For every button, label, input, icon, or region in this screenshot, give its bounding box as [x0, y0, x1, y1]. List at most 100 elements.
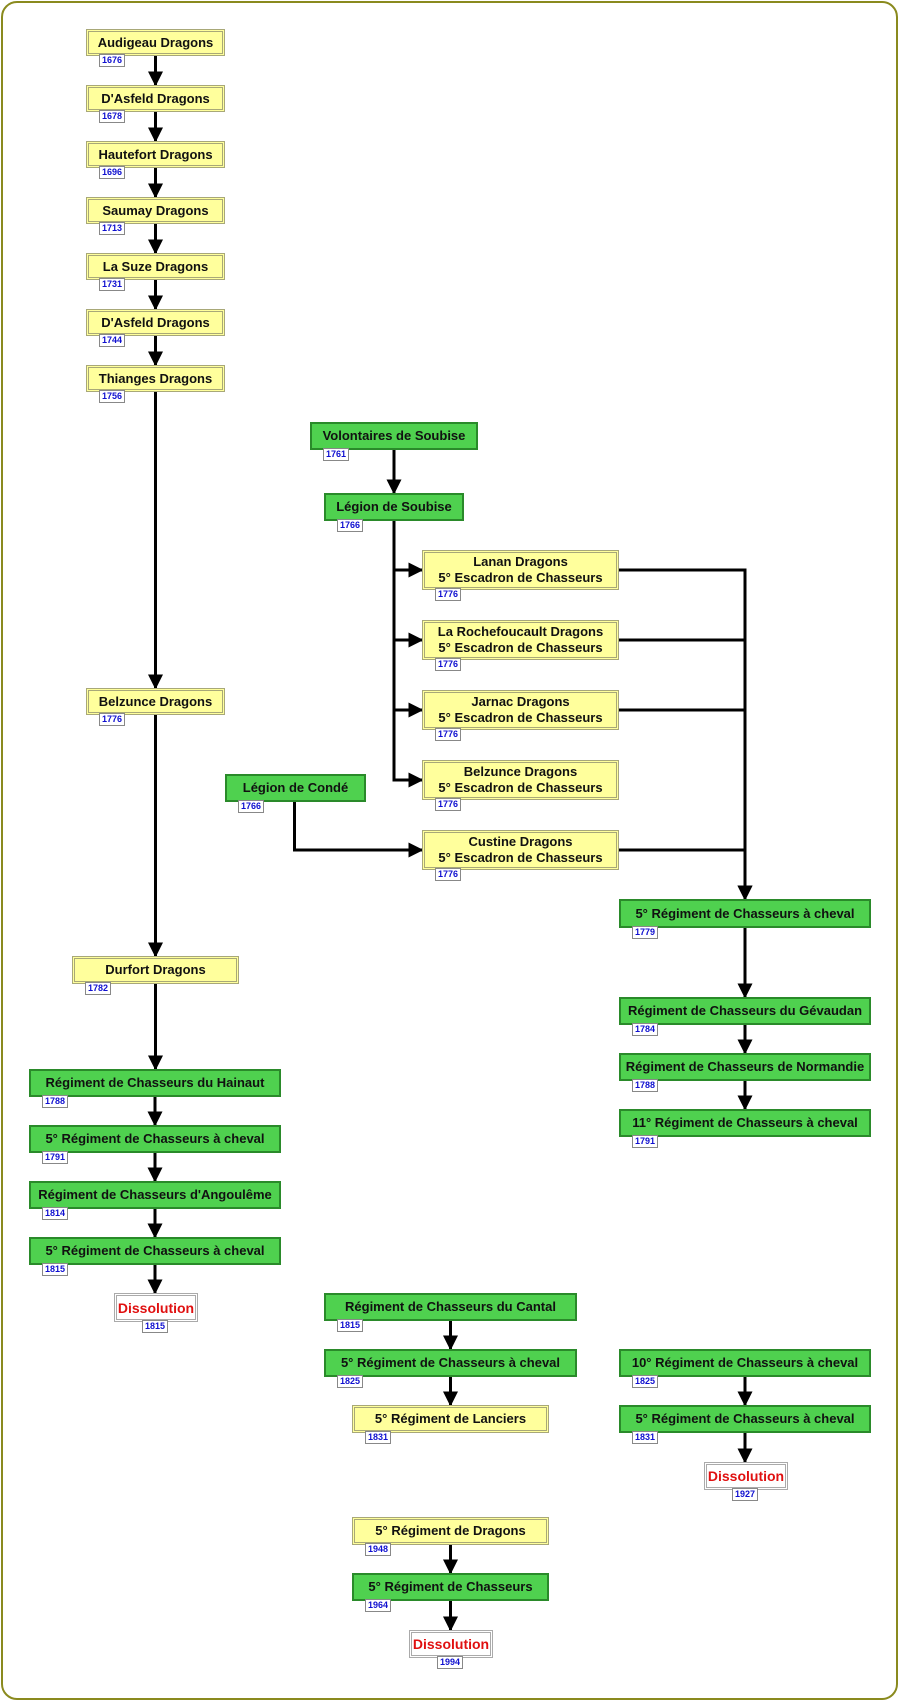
node-legsoubise: Légion de Soubise — [324, 493, 464, 521]
node-label: 5° Régiment de Chasseurs à cheval — [635, 905, 855, 921]
year-badge: 1761 — [323, 448, 350, 461]
year-badge: 1831 — [632, 1431, 659, 1444]
node-label: Jarnac Dragons — [471, 694, 570, 709]
year-badge: 1776 — [435, 868, 462, 881]
node-diss1927: Dissolution — [704, 1462, 788, 1490]
node-label: 5° Régiment de Dragons — [375, 1523, 526, 1538]
year-badge: 1776 — [99, 713, 126, 726]
node-label: Saumay Dragons — [102, 202, 209, 218]
node-label: Régiment de Chasseurs du Hainaut — [45, 1075, 265, 1090]
node-diss1994: Dissolution — [409, 1630, 493, 1658]
node-label: Audigeau Dragons — [97, 34, 214, 50]
node-label: Dissolution — [412, 1636, 490, 1652]
node-label: Belzunce Dragons — [463, 764, 578, 779]
node-label: La Suze Dragons — [102, 258, 209, 274]
node-rcc1831: 5° Régiment de Chasseurs à cheval — [619, 1405, 871, 1433]
node-sublabel: 5° Escadron de Chasseurs — [438, 780, 603, 795]
year-badge: 1776 — [435, 658, 462, 671]
year-badge: 1776 — [435, 728, 462, 741]
year-badge: 1814 — [42, 1207, 69, 1220]
node-rcc1825: 5° Régiment de Chasseurs à cheval — [324, 1349, 577, 1377]
node-label: 5° Régiment de Chasseurs à cheval — [340, 1355, 561, 1370]
node-label: D'Asfeld Dragons — [101, 90, 210, 106]
year-badge: 1744 — [99, 334, 126, 347]
node-label: Custine Dragons — [468, 834, 573, 849]
node-label: Thianges Dragons — [98, 370, 213, 386]
node-legconde: Légion de Condé — [225, 774, 366, 802]
year-badge: 1964 — [365, 1599, 392, 1612]
node-hautefort: Hautefort Dragons — [86, 141, 225, 168]
year-badge: 1756 — [99, 390, 126, 403]
node-audigeau: Audigeau Dragons — [86, 29, 225, 56]
node-label: Dissolution — [117, 1299, 195, 1316]
node-rcc1815: 5° Régiment de Chasseurs à cheval — [29, 1237, 281, 1265]
arrow-legsoubise-to-rochefoucault — [392, 521, 424, 648]
year-badge: 1731 — [99, 278, 126, 291]
year-badge: 1815 — [337, 1319, 364, 1332]
year-badge: 1766 — [337, 519, 364, 532]
node-thianges: Thianges Dragons — [86, 365, 225, 392]
arrow-legsoubise-to-jarnac — [392, 521, 424, 718]
year-badge: 1784 — [632, 1023, 659, 1036]
arrow-legconde-to-custine — [293, 802, 424, 858]
year-badge: 1825 — [337, 1375, 364, 1388]
year-badge: 1676 — [99, 54, 126, 67]
node-rcc1791: 5° Régiment de Chasseurs à cheval — [29, 1125, 281, 1153]
node-label: Régiment de Chasseurs du Gévaudan — [627, 1003, 863, 1018]
node-diss1815: Dissolution — [114, 1293, 198, 1322]
node-label: 5° Régiment de Lanciers — [374, 1411, 527, 1426]
node-label: 10° Régiment de Chasseurs à cheval — [631, 1355, 859, 1370]
year-badge: 1678 — [99, 110, 126, 123]
arrow-legsoubise-to-belzunce2 — [392, 521, 424, 788]
node-lanciers: 5° Régiment de Lanciers — [352, 1405, 549, 1433]
year-badge: 1927 — [732, 1488, 759, 1501]
year-badge: 1994 — [437, 1656, 464, 1669]
node-rcc11: 11° Régiment de Chasseurs à cheval — [619, 1109, 871, 1137]
node-label: Lanan Dragons — [473, 554, 568, 569]
arrow-jarnac-to-rcc1779 — [619, 708, 753, 901]
node-label: Hautefort Dragons — [98, 146, 213, 162]
node-label: La Rochefoucault Dragons — [437, 624, 604, 639]
node-angouleme: Régiment de Chasseurs d'Angoulême — [29, 1181, 281, 1209]
year-badge: 1788 — [632, 1079, 659, 1092]
year-badge: 1779 — [632, 926, 659, 939]
node-dasfeld1: D'Asfeld Dragons — [86, 85, 225, 112]
node-saumay: Saumay Dragons — [86, 197, 225, 224]
node-label: 5° Régiment de Chasseurs à cheval — [45, 1243, 265, 1258]
year-badge: 1776 — [435, 588, 462, 601]
node-label: Régiment de Chasseurs du Cantal — [345, 1299, 556, 1314]
node-dasfeld2: D'Asfeld Dragons — [86, 309, 225, 336]
node-label: Volontaires de Soubise — [322, 428, 466, 443]
node-sublabel: 5° Escadron de Chasseurs — [438, 640, 603, 655]
node-label: D'Asfeld Dragons — [101, 314, 210, 330]
node-sublabel: 5° Escadron de Chasseurs — [438, 850, 603, 865]
year-badge: 1825 — [632, 1375, 659, 1388]
node-cantal: Régiment de Chasseurs du Cantal — [324, 1293, 577, 1321]
node-sublabel: 5° Escadron de Chasseurs — [438, 710, 603, 725]
node-rcc10: 10° Régiment de Chasseurs à cheval — [619, 1349, 871, 1377]
node-dragons1948: 5° Régiment de Dragons — [352, 1517, 549, 1545]
node-label: 5° Régiment de Chasseurs à cheval — [635, 1411, 855, 1426]
year-badge: 1791 — [632, 1135, 659, 1148]
node-belzunce1: Belzunce Dragons — [86, 688, 225, 715]
year-badge: 1776 — [435, 798, 462, 811]
node-label: 5° Régiment de Chasseurs à cheval — [45, 1131, 265, 1146]
year-badge: 1766 — [238, 800, 265, 813]
arrow-custine-to-rcc1779 — [619, 848, 753, 901]
year-badge: 1788 — [42, 1095, 69, 1108]
node-label: Légion de Soubise — [336, 499, 452, 514]
year-badge: 1696 — [99, 166, 126, 179]
year-badge: 1782 — [85, 982, 112, 995]
node-label: Régiment de Chasseurs d'Angoulême — [38, 1187, 272, 1202]
node-chasseurs1964: 5° Régiment de Chasseurs — [352, 1573, 549, 1601]
node-label: Régiment de Chasseurs de Normandie — [625, 1059, 865, 1074]
year-badge: 1948 — [365, 1543, 392, 1556]
node-volsoubise: Volontaires de Soubise — [310, 422, 478, 450]
year-badge: 1791 — [42, 1151, 69, 1164]
